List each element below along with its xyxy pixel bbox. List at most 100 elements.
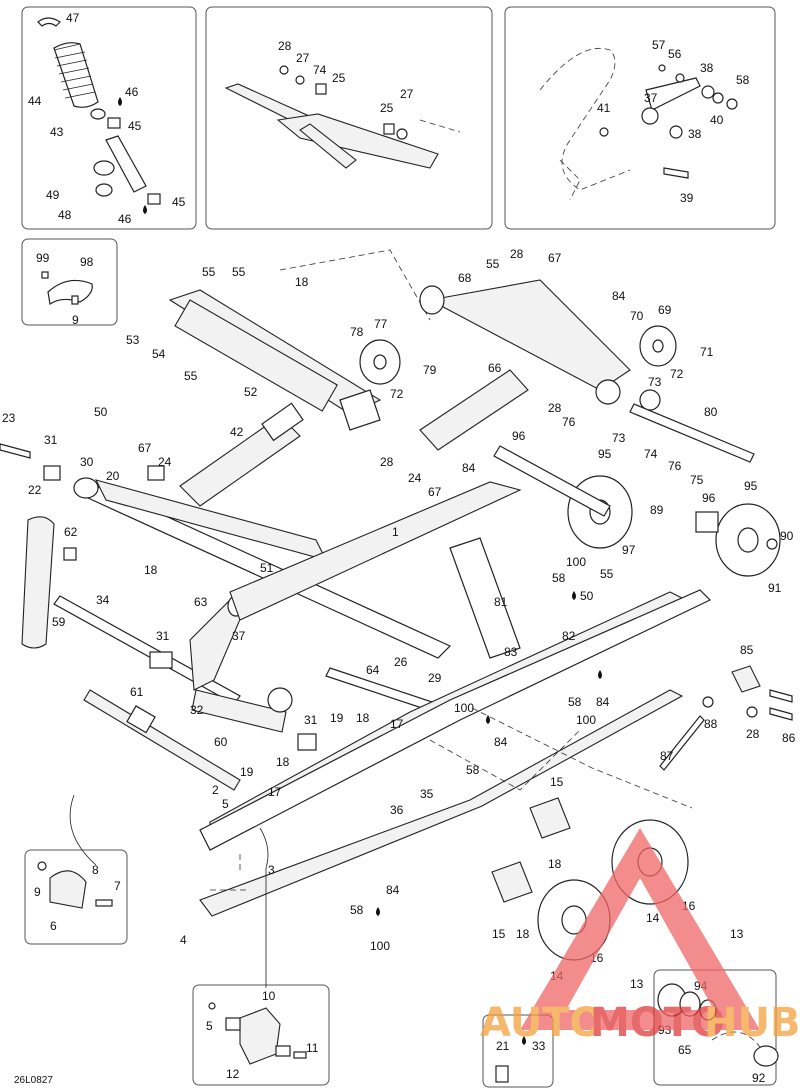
callout: 68 [458, 271, 472, 285]
watermark-text-auto: AUTO [480, 1000, 604, 1046]
grease-fitting-parts [495, 1036, 526, 1083]
callout: 40 [710, 113, 724, 127]
callout: 82 [562, 629, 576, 643]
callout: 31 [304, 713, 318, 727]
callout: 72 [390, 387, 404, 401]
callout: 41 [597, 101, 611, 115]
callout: 90 [780, 529, 794, 543]
grease-drop-icon [486, 715, 490, 724]
callout: 89 [650, 503, 664, 517]
callout: 58 [736, 73, 750, 87]
callout: 87 [660, 749, 674, 763]
callout: 73 [648, 375, 662, 389]
callout: 31 [156, 629, 170, 643]
callout: 85 [740, 643, 754, 657]
callout: 98 [80, 255, 94, 269]
callout: 3 [268, 863, 275, 877]
watermark: AUTO MOTO HUB [480, 828, 800, 1046]
inset-link [504, 6, 776, 230]
callout: 45 [128, 119, 142, 133]
callout: 67 [138, 441, 152, 455]
callout: 100 [566, 555, 586, 569]
callout: 96 [512, 429, 526, 443]
watermark-triangle-icon [520, 828, 760, 1030]
callout: 99 [36, 251, 50, 265]
callout: 100 [576, 713, 596, 727]
callout: 43 [50, 125, 64, 139]
grease-drop-icon [376, 907, 380, 916]
callout: 5 [206, 1019, 213, 1033]
callout: 20 [106, 469, 120, 483]
callout: 55 [232, 265, 246, 279]
callout: 79 [423, 363, 437, 377]
callout: 100 [370, 939, 390, 953]
callout: 27 [400, 87, 414, 101]
callout: 9 [34, 885, 41, 899]
callout: 18 [144, 563, 158, 577]
callout: 67 [548, 251, 562, 265]
callout: 34 [96, 593, 110, 607]
link-parts [539, 48, 738, 201]
callout: 67 [428, 485, 442, 499]
callout: 28 [746, 727, 760, 741]
callout: 24 [158, 455, 172, 469]
callout: 46 [125, 85, 139, 99]
figure-code: 26L0827 [14, 1075, 53, 1086]
callout: 19 [330, 711, 344, 725]
callout: 58 [552, 571, 566, 585]
callout: 44 [28, 94, 42, 108]
callout: 17 [390, 717, 404, 731]
callout: 58 [568, 695, 582, 709]
grease-drop-icon [598, 670, 602, 679]
callout: 22 [28, 483, 42, 497]
callout: 63 [194, 595, 208, 609]
callout: 95 [598, 447, 612, 461]
callout: 11 [306, 1041, 319, 1055]
callout: 17 [268, 785, 282, 799]
callout: 50 [580, 589, 594, 603]
callout: 27 [296, 51, 310, 65]
callout: 84 [386, 883, 400, 897]
callout: 55 [486, 257, 500, 271]
callout: 76 [668, 459, 682, 473]
callout: 55 [202, 265, 216, 279]
callout: 96 [702, 491, 716, 505]
callout: 80 [704, 405, 718, 419]
callout: 21 [496, 1039, 510, 1053]
callout: 48 [58, 208, 72, 222]
callout: 28 [380, 455, 394, 469]
callout: 37 [232, 629, 246, 643]
callout: 18 [516, 927, 530, 941]
callout: 59 [52, 615, 66, 629]
callout: 18 [276, 755, 290, 769]
callout: 13 [630, 977, 644, 991]
callout: 84 [462, 461, 476, 475]
callout: 73 [612, 431, 626, 445]
callout: 39 [680, 191, 694, 205]
callout: 18 [356, 711, 370, 725]
callout: 26 [394, 655, 408, 669]
callout: 62 [64, 525, 78, 539]
callout: 14 [646, 911, 660, 925]
callout: 97 [622, 543, 636, 557]
inset-rear-arm [205, 6, 493, 230]
callout: 30 [80, 455, 94, 469]
callout: 37 [644, 91, 658, 105]
callout: 66 [488, 361, 502, 375]
slider-cap-parts [37, 861, 113, 909]
callout: 29 [428, 671, 442, 685]
callout: 28 [510, 247, 524, 261]
callout: 72 [670, 367, 684, 381]
callout: 46 [118, 212, 132, 226]
callout: 76 [562, 415, 576, 429]
callout: 55 [600, 567, 614, 581]
callout: 88 [704, 717, 718, 731]
callout: 60 [214, 735, 228, 749]
callout: 23 [2, 411, 16, 425]
callout: 61 [130, 685, 144, 699]
callout: 56 [668, 47, 682, 61]
callout: 86 [782, 731, 796, 745]
callout: 28 [278, 39, 292, 53]
callout: 25 [332, 71, 346, 85]
grease-drop-icon [572, 591, 576, 600]
